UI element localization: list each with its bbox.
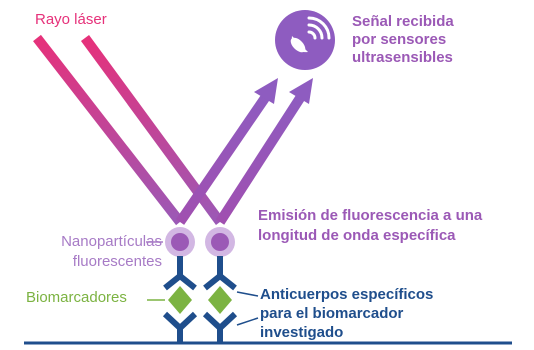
leader-lines xyxy=(146,241,259,326)
emission-arrowhead-left xyxy=(254,78,278,104)
antibodies xyxy=(162,256,238,342)
biomarkers-label: Biomarcadores xyxy=(26,289,127,306)
biomarker-left xyxy=(168,286,192,314)
antibody-leader-top xyxy=(236,291,259,297)
biomarkers xyxy=(168,286,232,314)
signal-label-line-1: Señal recibida xyxy=(352,13,454,30)
nanoparticles-label-line-2: fluorescentes xyxy=(72,253,162,270)
signal-label: Señal recibida por sensores ultrasensibl… xyxy=(352,13,454,67)
laser-beam-left xyxy=(33,34,184,226)
antibody-leader-bottom xyxy=(236,317,259,326)
antibody-right xyxy=(202,256,238,342)
emission-beam-left xyxy=(175,92,272,225)
emission-beams xyxy=(175,78,313,225)
antibodies-label-line-2: para el biomarcador xyxy=(260,305,404,322)
nanoparticles-label-line-1: Nanopartículas xyxy=(61,233,162,250)
antibodies-label-line-3: investigado xyxy=(260,324,344,341)
antibodies-label: Anticuerpos específicos para el biomarca… xyxy=(260,285,433,342)
emission-label: Emisión de fluorescencia a una longitud … xyxy=(258,206,482,246)
satellite-dish-icon xyxy=(275,10,335,70)
emission-label-line-2: longitud de onda específica xyxy=(258,227,456,244)
signal-label-line-2: por sensores xyxy=(352,31,447,48)
laser-beams xyxy=(33,34,225,226)
biomarker-right xyxy=(208,286,232,314)
nanoparticles-label: Nanopartículas fluorescentes xyxy=(30,232,162,272)
emission-beam-right xyxy=(215,92,307,225)
signal-label-line-3: ultrasensibles xyxy=(352,49,453,66)
antibodies-label-line-1: Anticuerpos específicos xyxy=(260,286,434,303)
emission-label-line-1: Emisión de fluorescencia a una xyxy=(258,207,483,224)
laser-label: Rayo láser xyxy=(35,11,107,28)
nanoparticles xyxy=(165,227,235,257)
antibody-left xyxy=(162,256,198,342)
emission-arrowhead-right xyxy=(289,78,313,104)
